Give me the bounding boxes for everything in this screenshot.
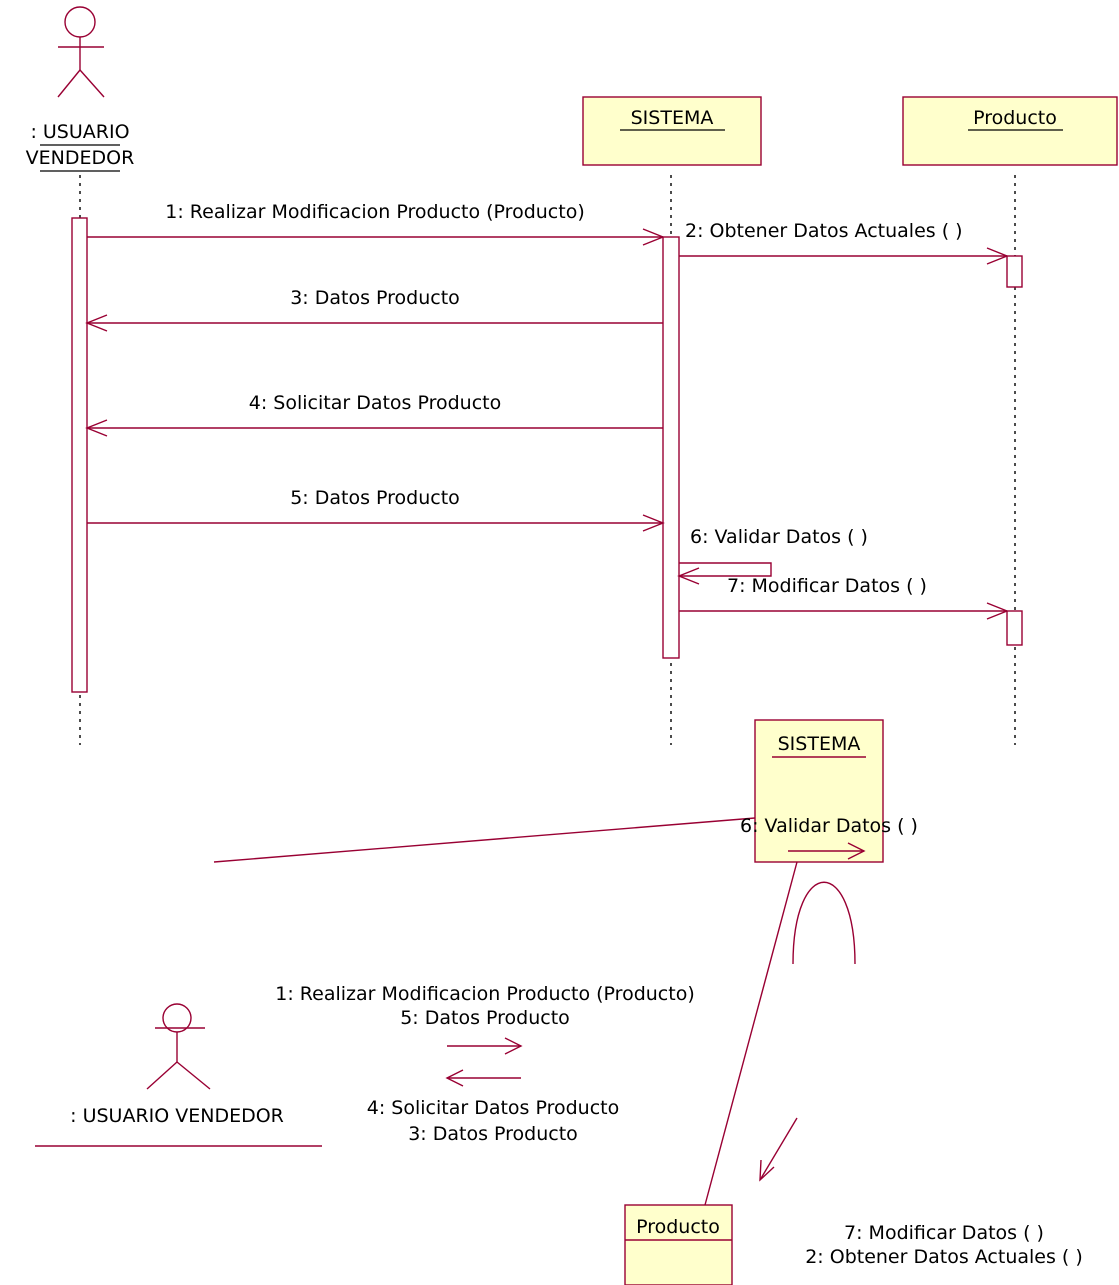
message-7-label: 7: Modificar Datos ( ) xyxy=(727,575,927,597)
link-sistema-producto xyxy=(704,861,798,1206)
collab-arrow-to-sistema[interactable] xyxy=(447,1037,523,1055)
activation-producto-2 xyxy=(1006,610,1023,646)
collab-actor-usuario-vendedor[interactable]: : USUARIO VENDEDOR xyxy=(35,1003,322,1147)
activation-sistema xyxy=(662,236,680,659)
message-5-arrow[interactable] xyxy=(87,514,665,532)
collab-msg-3-label: 3: Datos Producto xyxy=(408,1123,578,1145)
message-7-arrow[interactable] xyxy=(679,602,1009,620)
object-sistema-label: SISTEMA xyxy=(631,107,714,129)
collab-sistema-label: SISTEMA xyxy=(778,733,861,755)
collab-msg-5-label: 5: Datos Producto xyxy=(400,1007,570,1029)
collab-producto-label: Producto xyxy=(636,1216,720,1238)
collab-msg-7-label: 7: Modificar Datos ( ) xyxy=(844,1222,1044,1244)
self-link-loop xyxy=(792,881,856,965)
message-5-label: 5: Datos Producto xyxy=(290,487,460,509)
collab-msg-4-label: 4: Solicitar Datos Producto xyxy=(367,1097,620,1119)
actor-icon xyxy=(146,1003,211,1090)
collab-arrow-to-actor[interactable] xyxy=(445,1069,521,1087)
collab-self-msg-label: 6: Validar Datos ( ) xyxy=(740,815,918,837)
collab-msg-1-label: 1: Realizar Modificacion Producto (Produ… xyxy=(275,983,694,1005)
collab-object-producto[interactable]: Producto xyxy=(624,1204,733,1285)
collaboration-diagram: : USUARIO VENDEDOR SISTEMA Producto 6: V… xyxy=(35,719,1083,1285)
object-producto[interactable]: Producto xyxy=(902,96,1118,166)
message-2-label: 2: Obtener Datos Actuales ( ) xyxy=(685,220,963,242)
actor-icon xyxy=(57,6,105,98)
collab-actor-name: : USUARIO VENDEDOR xyxy=(70,1105,284,1127)
message-4-arrow[interactable] xyxy=(85,419,663,437)
message-1-label: 1: Realizar Modificacion Producto (Produ… xyxy=(165,201,584,223)
message-3-label: 3: Datos Producto xyxy=(290,287,460,309)
message-4-label: 4: Solicitar Datos Producto xyxy=(249,392,502,414)
activation-actor xyxy=(71,217,88,693)
message-6-label: 6: Validar Datos ( ) xyxy=(690,526,868,548)
collab-arrow-to-producto[interactable] xyxy=(759,1117,798,1182)
link-actor-sistema xyxy=(213,817,756,863)
message-2-arrow[interactable] xyxy=(679,247,1009,265)
activation-producto-1 xyxy=(1006,255,1023,288)
message-6-self-arrow[interactable] xyxy=(677,562,772,585)
collab-arrow-self[interactable] xyxy=(788,842,866,860)
message-3-arrow[interactable] xyxy=(85,314,663,332)
collab-object-sistema[interactable]: SISTEMA xyxy=(754,719,884,965)
object-producto-label: Producto xyxy=(973,107,1057,129)
collab-msg-2-label: 2: Obtener Datos Actuales ( ) xyxy=(805,1246,1083,1268)
actor-name-line1: : USUARIO xyxy=(30,121,129,143)
object-sistema[interactable]: SISTEMA xyxy=(582,96,762,166)
actor-usuario-vendedor[interactable]: : USUARIO VENDEDOR xyxy=(26,6,135,172)
actor-name-line2: VENDEDOR xyxy=(26,147,135,169)
message-1-arrow[interactable] xyxy=(87,228,665,246)
sequence-diagram: : USUARIO VENDEDOR SISTEMA Producto xyxy=(26,6,1118,745)
